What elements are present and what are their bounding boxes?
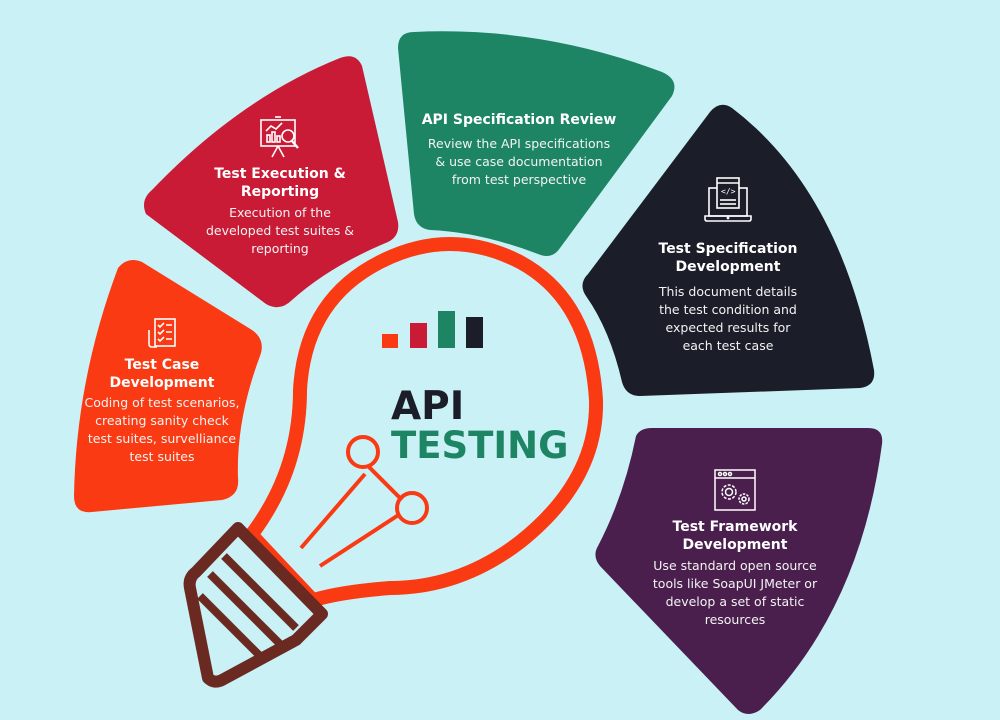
desc-line: test suites (129, 449, 195, 464)
desc-line: Coding of test scenarios, (84, 395, 240, 410)
petal-title-line2: Development (682, 537, 788, 553)
petal-content-api-specification-review: API Specification Review Review the API … (412, 111, 626, 189)
petal-title-line2: Reporting (240, 184, 320, 200)
desc-line: Execution of the (229, 205, 331, 220)
petal-test-case-development (74, 260, 262, 513)
presentation-magnifier-icon (260, 116, 299, 158)
center-title-testing: TESTING (391, 424, 569, 467)
petal-description: Coding of test scenarios, creating sanit… (72, 394, 252, 466)
desc-line: creating sanity check (95, 413, 229, 428)
petal-title-line2: Development (675, 259, 781, 275)
petal-title-line1: Test Framework (672, 519, 798, 535)
petal-description: Review the API specifications & use case… (412, 135, 626, 189)
browser-gears-icon (714, 469, 756, 511)
desc-line: This document details (658, 284, 798, 299)
petal-title-line1: Test Execution & (214, 166, 346, 182)
checklist-icon (148, 318, 176, 348)
petal-description: This document details the test condition… (640, 283, 816, 355)
petal-title-line1: Test Case (124, 357, 200, 373)
desc-line: from test perspective (451, 172, 587, 187)
desc-line: developed test suites & (205, 223, 355, 238)
svg-text:</>: </> (721, 187, 736, 196)
desc-line: resources (704, 612, 766, 627)
petal-content-test-framework-development: Test Framework Development Use standard … (640, 468, 830, 629)
bar-chart-icon (382, 311, 483, 348)
petal-description: Execution of the developed test suites &… (190, 204, 370, 258)
petal-description: Use standard open source tools like Soap… (640, 557, 830, 629)
bulb-base (183, 522, 328, 688)
petal-title-line2: Development (109, 375, 215, 391)
desc-line: expected results for (665, 320, 791, 335)
petal-test-framework-development (595, 428, 883, 714)
desc-line: tools like SoapUI JMeter or (652, 576, 818, 591)
petal-test-execution-reporting (144, 56, 399, 308)
desc-line: Review the API specifications (427, 136, 611, 151)
filament-icon (299, 435, 429, 568)
desc-line: develop a set of static (665, 594, 805, 609)
lightbulb-outline (246, 237, 604, 607)
desc-line: each test case (682, 338, 774, 353)
petal-content-test-case-development: Test Case Development Coding of test sce… (72, 316, 252, 466)
petal-title-line1: API Specification Review (421, 112, 617, 128)
desc-line: reporting (251, 241, 309, 256)
petal-content-test-specification-development: </> Test Specification Development This … (640, 176, 816, 355)
center-title-api: API (391, 384, 465, 429)
petal-content-test-execution-reporting: Test Execution & Reporting Execution of … (190, 115, 370, 258)
petal-title-line1: Test Specification (658, 241, 798, 257)
laptop-code-icon: </> (704, 177, 752, 222)
desc-line: & use case documentation (435, 154, 603, 169)
desc-line: the test condition and (659, 302, 797, 317)
desc-line: test suites, survelliance (87, 431, 237, 446)
petal-api-specification-review (398, 31, 675, 256)
petal-test-specification-development (582, 104, 875, 397)
desc-line: Use standard open source (653, 558, 817, 573)
